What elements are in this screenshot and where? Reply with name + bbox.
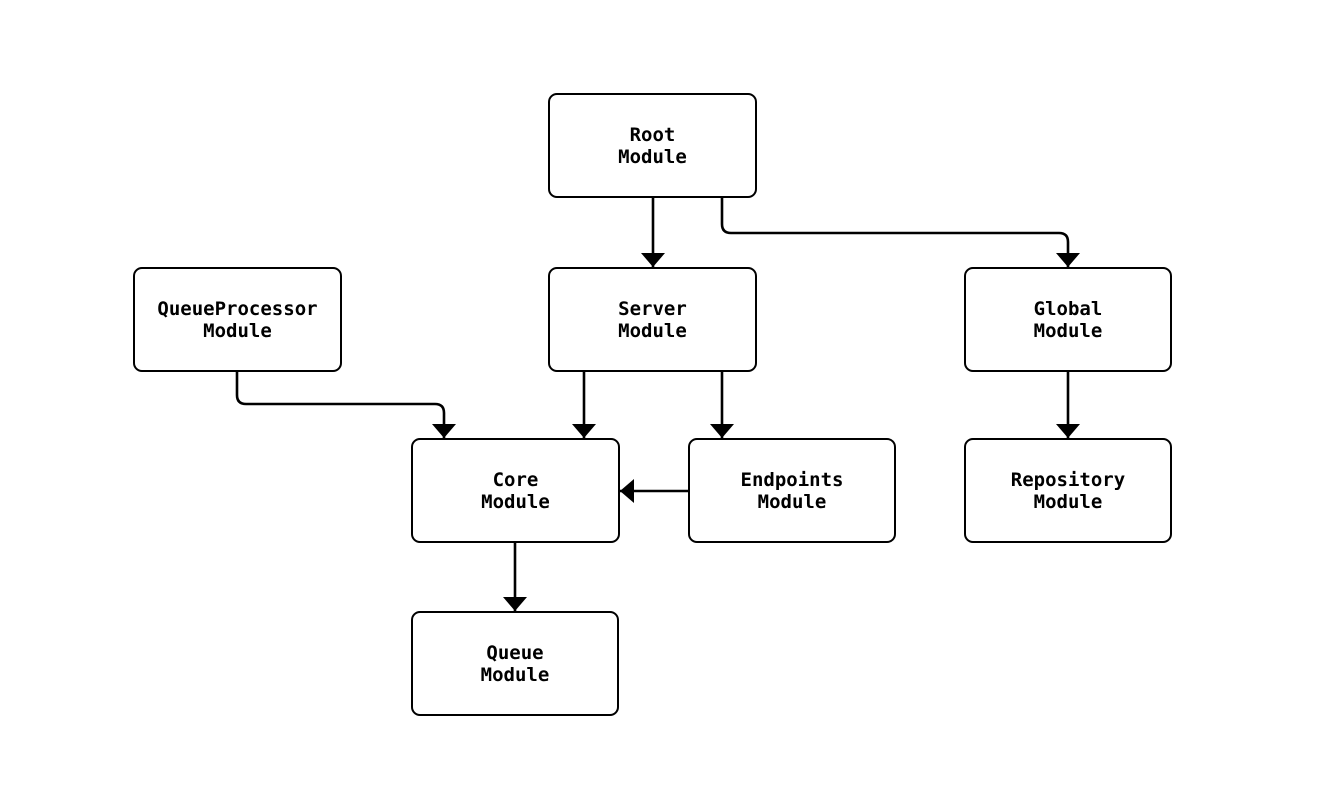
node-label-line: Endpoints (740, 468, 844, 491)
node-label-line: Global (1033, 297, 1103, 320)
node-label-line: Queue (486, 641, 544, 664)
node-label-line: Repository (1010, 468, 1126, 491)
edge-root-to-global (720, 198, 1080, 267)
node-label-line: Core (492, 468, 539, 491)
node-label-line: Module (757, 490, 827, 513)
node-label-line: Module (618, 319, 687, 342)
node-label-line: Root (629, 123, 676, 146)
node-label-line: QueueProcessor (157, 297, 318, 320)
node-label-line: Module (618, 145, 687, 168)
node-label-line: Module (1033, 319, 1103, 342)
edges-group (235, 198, 1080, 611)
node-label-line: Module (1033, 490, 1103, 513)
node-label-line: Module (480, 663, 550, 686)
edge-queueprocessor-to-core (235, 372, 456, 438)
node-label-line: Module (203, 319, 272, 342)
node-label-line: Module (481, 490, 550, 513)
node-label-line: Server (618, 297, 687, 320)
